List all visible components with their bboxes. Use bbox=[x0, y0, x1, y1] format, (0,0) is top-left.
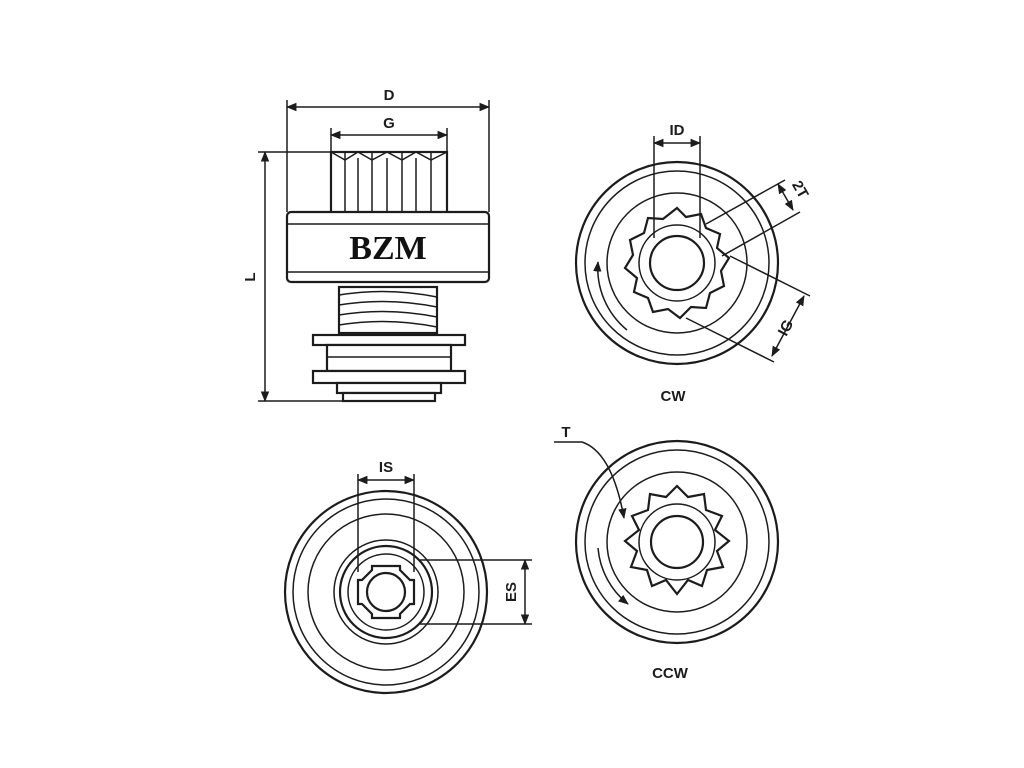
dimension-g: G bbox=[329, 115, 449, 152]
dimension-id-label: ID bbox=[670, 122, 685, 139]
dimension-l: L bbox=[242, 150, 343, 403]
dimension-t: T bbox=[554, 424, 627, 520]
dimension-2t: 2T bbox=[705, 178, 812, 257]
dimension-d-label: D bbox=[384, 87, 395, 104]
dimension-ig: IG bbox=[685, 255, 811, 363]
inner-spline bbox=[356, 564, 416, 620]
dimension-2t-label: 2T bbox=[788, 178, 811, 202]
pinion-teeth-ccw bbox=[623, 484, 731, 596]
pinion-teeth-cw bbox=[623, 206, 731, 320]
front-view-ccw: T CCW bbox=[554, 424, 780, 682]
dimension-ig-label: IG bbox=[775, 317, 797, 339]
pinion-gear bbox=[329, 150, 449, 216]
direction-label-ccw: CCW bbox=[652, 665, 689, 682]
dimension-is-label: IS bbox=[379, 459, 393, 476]
direction-label-cw: CW bbox=[661, 388, 687, 405]
front-view-cw: ID 2T IG CW bbox=[574, 122, 812, 405]
rear-view: IS ES bbox=[283, 459, 532, 695]
dimension-es: ES bbox=[420, 558, 532, 626]
dimension-d: D bbox=[285, 87, 491, 212]
base-flange bbox=[311, 333, 467, 403]
dimension-es-label: ES bbox=[503, 582, 520, 602]
brand-label: BZM bbox=[349, 230, 426, 267]
dimension-id: ID bbox=[652, 122, 702, 238]
dimension-g-label: G bbox=[383, 115, 395, 132]
spring bbox=[337, 285, 439, 335]
side-view: BZM D G bbox=[242, 87, 491, 403]
dimension-t-label: T bbox=[561, 424, 570, 441]
dimension-is: IS bbox=[356, 459, 416, 572]
clutch-housing: BZM bbox=[285, 210, 491, 284]
dimension-l-label: L bbox=[242, 272, 259, 281]
